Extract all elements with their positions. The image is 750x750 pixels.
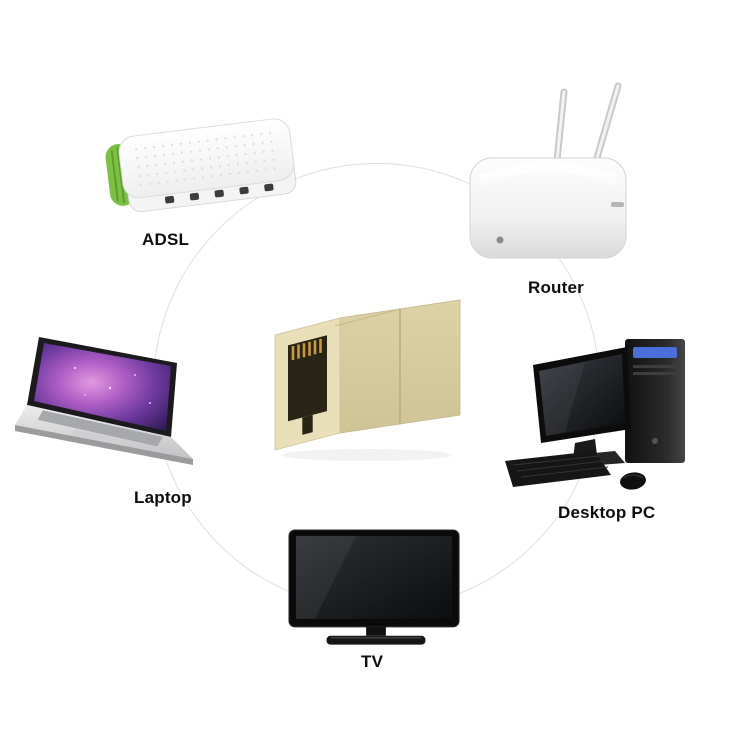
tv-screen xyxy=(295,535,453,619)
rj45-latch-slot xyxy=(302,414,313,435)
rj45-coupler-icon xyxy=(274,299,461,461)
router-image xyxy=(448,82,648,272)
pc-mouse xyxy=(620,472,646,490)
rj45-pins xyxy=(291,338,322,360)
rj45-coupler-image xyxy=(262,285,472,465)
laptop-trackpad xyxy=(71,429,109,443)
tv-label: TV xyxy=(361,652,384,671)
desktop-pc-label: Desktop PC xyxy=(558,503,656,522)
router-antennas xyxy=(552,82,622,174)
tv-icon xyxy=(288,529,460,645)
tv-image xyxy=(287,528,465,652)
desktop-pc-image xyxy=(505,333,705,503)
laptop-icon xyxy=(15,337,193,465)
adsl-label: ADSL xyxy=(142,230,190,249)
adsl-modem-image xyxy=(92,112,312,237)
tv-neck xyxy=(366,626,386,636)
desktop-pc-icon xyxy=(505,339,685,490)
pc-keyboard xyxy=(505,451,611,487)
adsl-modem-icon xyxy=(105,118,297,213)
laptop-keyboard xyxy=(37,410,163,447)
modem-ports xyxy=(164,183,274,204)
laptop-screen xyxy=(34,343,171,431)
router-icon xyxy=(469,82,627,259)
pc-tower xyxy=(625,339,685,463)
router-label: Router xyxy=(528,278,584,297)
laptop-image xyxy=(15,333,220,493)
laptop-label: Laptop xyxy=(134,488,192,507)
